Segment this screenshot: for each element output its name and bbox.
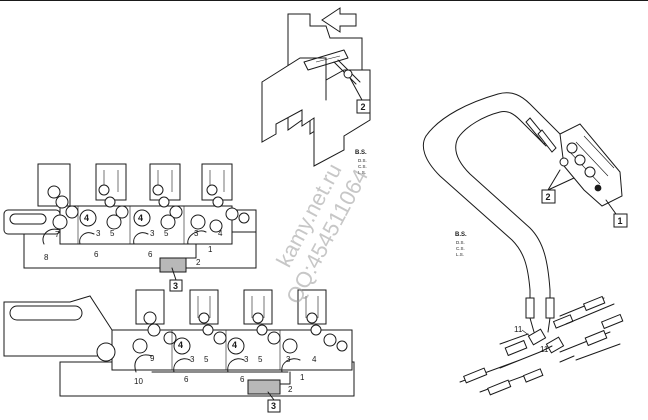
callout-box-1-right — [613, 213, 628, 228]
callout-box-2-top — [356, 99, 371, 114]
lower-labels: 9 4 3 5 4 3 5 3 4 10 6 6 1 2 — [134, 340, 317, 394]
lower-label-2: 2 — [288, 385, 293, 394]
lower-label-9: 9 — [150, 354, 155, 363]
right-label-11b: 11 — [540, 345, 549, 354]
lower-label-3a: 3 — [190, 355, 195, 364]
legend-top-line-3: L.S. — [358, 170, 366, 175]
upper-label-4b: 4 — [138, 213, 143, 223]
callout-2-top: 2 — [361, 102, 366, 112]
lower-label-4b: 4 — [232, 340, 237, 350]
upper-label-3c: 3 — [194, 229, 199, 238]
legend-right-line-1: D.S. — [456, 240, 465, 245]
callout-box-2-right — [541, 189, 556, 204]
legend-right: B.S. D.S. C.S. L.S. — [455, 232, 467, 257]
lower-machine-assembly: 3 — [3, 289, 355, 413]
callout-1-right: 1 — [618, 216, 623, 226]
callout-box-3-upper — [169, 279, 183, 292]
upper-label-7: 7 — [55, 230, 60, 239]
legend-top: B.S. D.S. C.S. L.S. — [355, 150, 367, 175]
lower-label-6a: 6 — [184, 375, 189, 384]
top-detail-bracket: 2 — [261, 7, 371, 167]
callout-2-right: 2 — [546, 192, 551, 202]
lower-label-5a: 5 — [204, 355, 209, 364]
upper-labels: 4 3 5 4 3 5 3 4 7 8 6 6 2 1 — [44, 213, 223, 267]
upper-machine-assembly: 3 — [3, 163, 257, 292]
callout-box-3-lower — [267, 399, 281, 413]
legend-right-title: B.S. — [455, 232, 467, 238]
watermark: kamy.net.ru QQ:454511064 — [271, 159, 373, 308]
upper-label-4a: 4 — [84, 213, 89, 223]
lower-label-10: 10 — [134, 377, 143, 386]
legend-top-title: B.S. — [355, 150, 367, 156]
lower-label-5b: 5 — [258, 355, 263, 364]
upper-label-8: 8 — [44, 253, 49, 262]
upper-label-1: 1 — [208, 245, 213, 254]
lower-label-6b: 6 — [240, 375, 245, 384]
upper-label-6b: 6 — [148, 250, 153, 259]
lower-label-4c: 4 — [312, 355, 317, 364]
lower-label-4a: 4 — [178, 340, 183, 350]
legend-right-line-3: L.S. — [456, 252, 464, 257]
right-label-11a: 11 — [514, 325, 523, 334]
callout-3-upper: 3 — [173, 281, 178, 291]
upper-label-3a: 3 — [96, 229, 101, 238]
lower-label-3b: 3 — [244, 355, 249, 364]
upper-label-5b: 5 — [164, 229, 169, 238]
legend-top-line-1: D.S. — [358, 158, 367, 163]
callout-3-lower: 3 — [271, 401, 276, 411]
upper-label-5a: 5 — [110, 229, 115, 238]
lower-label-1: 1 — [300, 373, 305, 382]
upper-label-4c: 4 — [218, 229, 223, 238]
upper-label-6a: 6 — [94, 250, 99, 259]
lower-label-3c: 3 — [286, 355, 291, 364]
upper-label-3b: 3 — [150, 229, 155, 238]
direction-arrow-icon — [321, 7, 357, 33]
upper-label-2: 2 — [196, 258, 201, 267]
legend-right-line-2: C.S. — [456, 246, 465, 251]
legend-top-line-2: C.S. — [358, 164, 367, 169]
hydraulic-hose-routing: 1 2 11 11 — [422, 92, 628, 396]
